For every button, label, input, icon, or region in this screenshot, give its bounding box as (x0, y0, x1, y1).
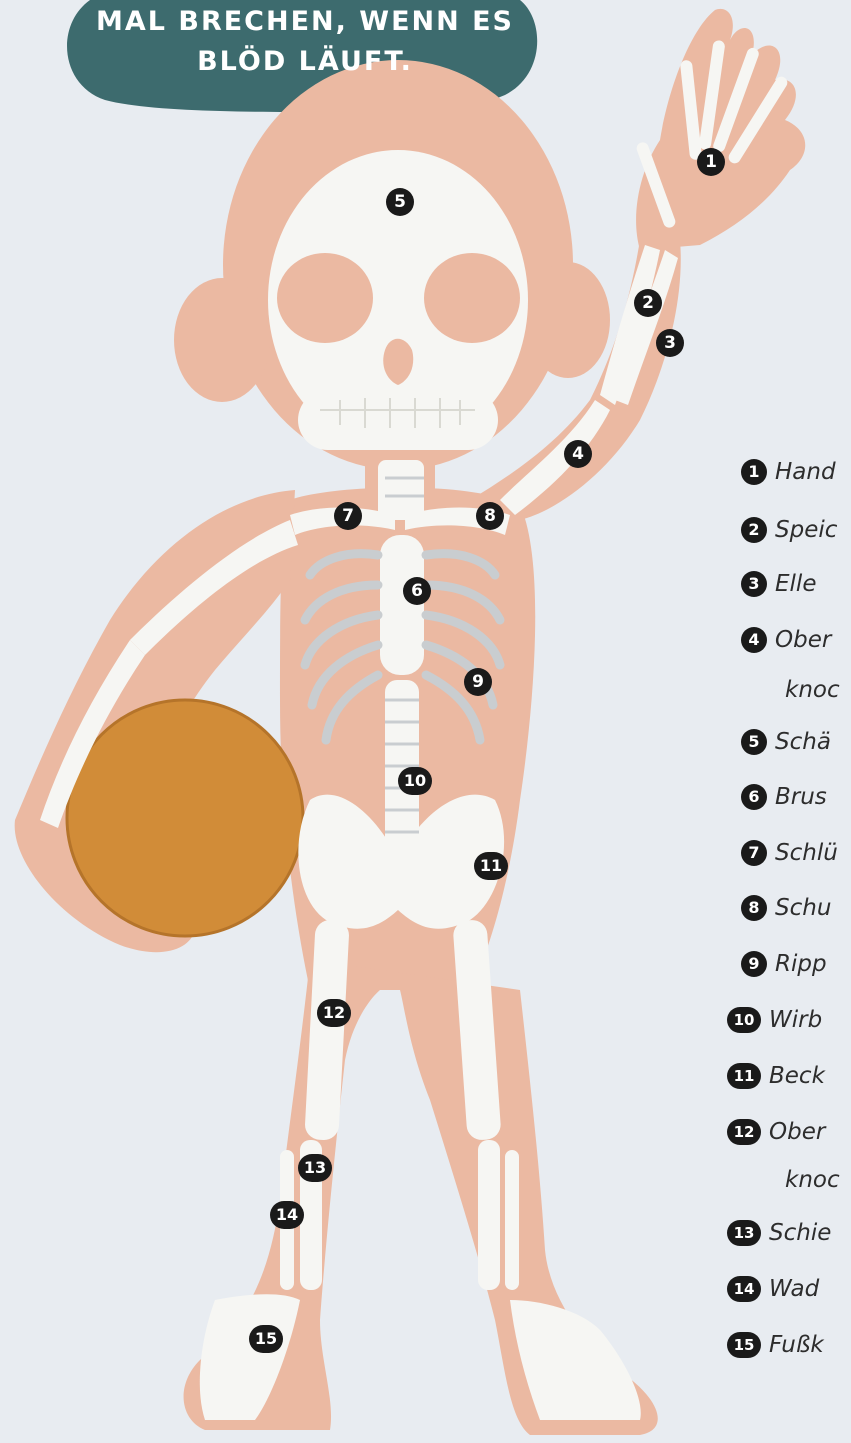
legend-num: 5 (741, 729, 767, 755)
legend-num: 14 (727, 1276, 761, 1302)
legend-item-9: 9 Ripp (741, 951, 827, 977)
legend-label: Beck (769, 1063, 825, 1089)
marker-6: 6 (403, 577, 431, 605)
legend-item-1: 1 Hand (741, 459, 836, 485)
marker-13: 13 (298, 1154, 332, 1182)
marker-3: 3 (656, 329, 684, 357)
legend-item-13: 13 Schie (727, 1220, 831, 1246)
legend-item-6: 6 Brus (741, 784, 827, 810)
marker-5: 5 (386, 188, 414, 216)
legend-label: Hand (775, 459, 836, 485)
legend-num: 10 (727, 1007, 761, 1033)
legend-label: Ober (775, 627, 831, 653)
legend-label: Elle (775, 571, 816, 597)
legend-num: 12 (727, 1119, 761, 1145)
legend-num: 4 (741, 627, 767, 653)
legend-item-5: 5 Schä (741, 729, 831, 755)
marker-14: 14 (270, 1201, 304, 1229)
marker-1: 1 (697, 148, 725, 176)
speech-line-2: BLÖD LÄUFT. (70, 42, 540, 82)
marker-15: 15 (249, 1325, 283, 1353)
legend-item-4: 4 Ober (741, 627, 831, 653)
legend-num: 3 (741, 571, 767, 597)
marker-12: 12 (317, 999, 351, 1027)
marker-9: 9 (464, 668, 492, 696)
legend-num: 8 (741, 895, 767, 921)
legend-item-3: 3 Elle (741, 571, 816, 597)
marker-8: 8 (476, 502, 504, 530)
legend-item-8: 8 Schu (741, 895, 831, 921)
legend-label: Schie (769, 1220, 831, 1246)
marker-10: 10 (398, 767, 432, 795)
legend-label: Ober (769, 1119, 825, 1145)
legend-label: Fußk (769, 1332, 824, 1358)
legend-item-2: 2 Speic (741, 517, 837, 543)
legend-label-cont: knoc (785, 677, 840, 703)
legend-num: 6 (741, 784, 767, 810)
legend-num: 1 (741, 459, 767, 485)
legend-num: 11 (727, 1063, 761, 1089)
legend-num: 15 (727, 1332, 761, 1358)
legend-label: Wirb (769, 1007, 822, 1033)
marker-7: 7 (334, 502, 362, 530)
legend-num: 7 (741, 840, 767, 866)
legend-item-10: 10 Wirb (727, 1007, 822, 1033)
marker-4: 4 (564, 440, 592, 468)
marker-11: 11 (474, 852, 508, 880)
legend-label: Schä (775, 729, 831, 755)
legend-item-11: 11 Beck (727, 1063, 825, 1089)
legend-label: Ripp (775, 951, 827, 977)
legend-item-12: 12 Ober (727, 1119, 825, 1145)
speech-line-1: MAL BRECHEN, WENN ES (70, 2, 540, 42)
legend-item-7: 7 Schlü (741, 840, 838, 866)
legend-num: 2 (741, 517, 767, 543)
legend-label: Wad (769, 1276, 819, 1302)
legend-num: 9 (741, 951, 767, 977)
legend-item-15: 15 Fußk (727, 1332, 824, 1358)
legend-label: Schlü (775, 840, 838, 866)
legend-label: Schu (775, 895, 831, 921)
legend-num: 13 (727, 1220, 761, 1246)
legend-label: Speic (775, 517, 837, 543)
legend-item-14: 14 Wad (727, 1276, 819, 1302)
legend-label: Brus (775, 784, 827, 810)
legend-label-cont: knoc (785, 1167, 840, 1193)
speech-bubble-text: MAL BRECHEN, WENN ES BLÖD LÄUFT. (70, 0, 540, 82)
marker-2: 2 (634, 289, 662, 317)
